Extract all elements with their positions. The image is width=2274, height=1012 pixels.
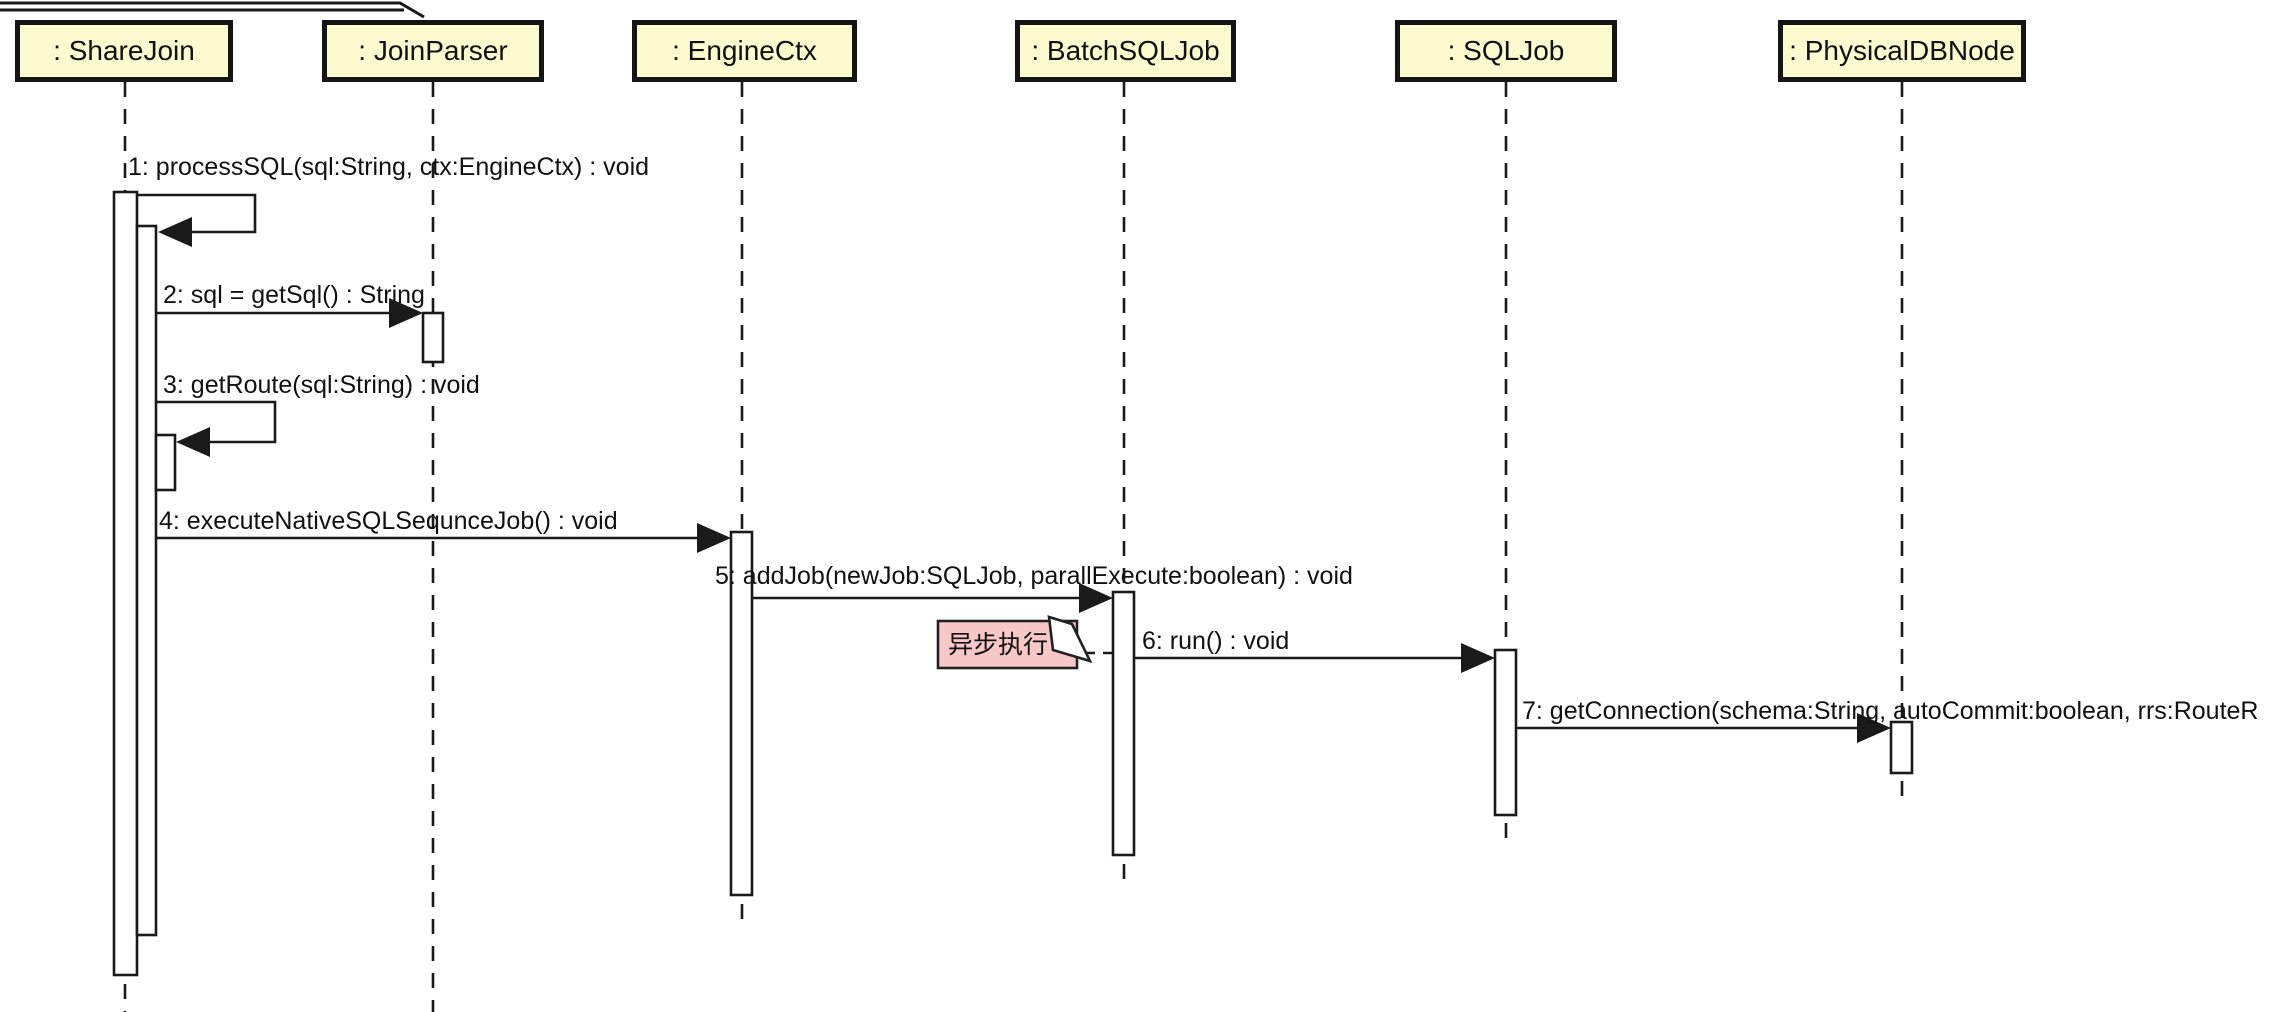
message-4-label: 4: executeNativeSQLSequnceJob() : void <box>159 507 618 535</box>
message-7-arrow <box>1516 713 1891 743</box>
activation-joinparser <box>421 311 445 364</box>
lifeline-head-joinparser: : JoinParser <box>322 20 544 82</box>
lifeline-dashed-lines <box>123 82 1904 1012</box>
activation-sharejoin-2 <box>135 224 158 937</box>
lifeline-head-batchsqljob: : BatchSQLJob <box>1015 20 1236 82</box>
message-5-label: 5: addJob(newJob:SQLJob, parallExecute:b… <box>715 562 1353 590</box>
lifeline-label: : EngineCtx <box>672 35 817 66</box>
message-5-arrow <box>752 583 1113 613</box>
message-2-label: 2: sql = getSql() : String <box>163 281 425 309</box>
cropped-artifact <box>0 1 425 19</box>
lifeline-label: : JoinParser <box>358 35 508 66</box>
lifeline-head-physicaldbnode: : PhysicalDBNode <box>1778 20 2026 82</box>
message-3-self-arrow <box>156 400 277 457</box>
message-4-arrow <box>156 523 731 553</box>
message-6-label: 6: run() : void <box>1142 627 1290 655</box>
message-6-arrow <box>1134 643 1495 673</box>
activation-sharejoin-1 <box>112 190 139 977</box>
async-note-shape <box>936 615 1113 670</box>
activation-enginectx <box>729 530 754 897</box>
lifeline-label: : BatchSQLJob <box>1031 35 1220 66</box>
activation-sqljob <box>1493 648 1518 817</box>
message-3-label: 3: getRoute(sql:String) : void <box>163 371 480 399</box>
lifeline-head-enginectx: : EngineCtx <box>632 20 857 82</box>
async-note-text: 异步执行 <box>948 631 1049 659</box>
lifeline-head-sqljob: : SQLJob <box>1395 20 1617 82</box>
activation-sharejoin-3 <box>154 433 177 492</box>
message-1-label: 1: processSQL(sql:String, ctx:EngineCtx)… <box>128 153 650 181</box>
message-2-arrow <box>156 298 423 328</box>
activation-bars <box>112 190 1914 977</box>
lifeline-label: : SQLJob <box>1447 35 1565 66</box>
activation-batchsqljob <box>1111 590 1136 857</box>
message-1-self-arrow <box>137 193 257 247</box>
lifeline-label: : ShareJoin <box>53 35 195 66</box>
message-7-label: 7: getConnection(schema:String, autoComm… <box>1522 697 2259 725</box>
lifeline-head-sharejoin: : ShareJoin <box>15 20 233 82</box>
activation-physicaldbnode <box>1889 720 1914 775</box>
note-fold-corner <box>1047 615 1093 664</box>
lifeline-label: : PhysicalDBNode <box>1789 35 2015 66</box>
